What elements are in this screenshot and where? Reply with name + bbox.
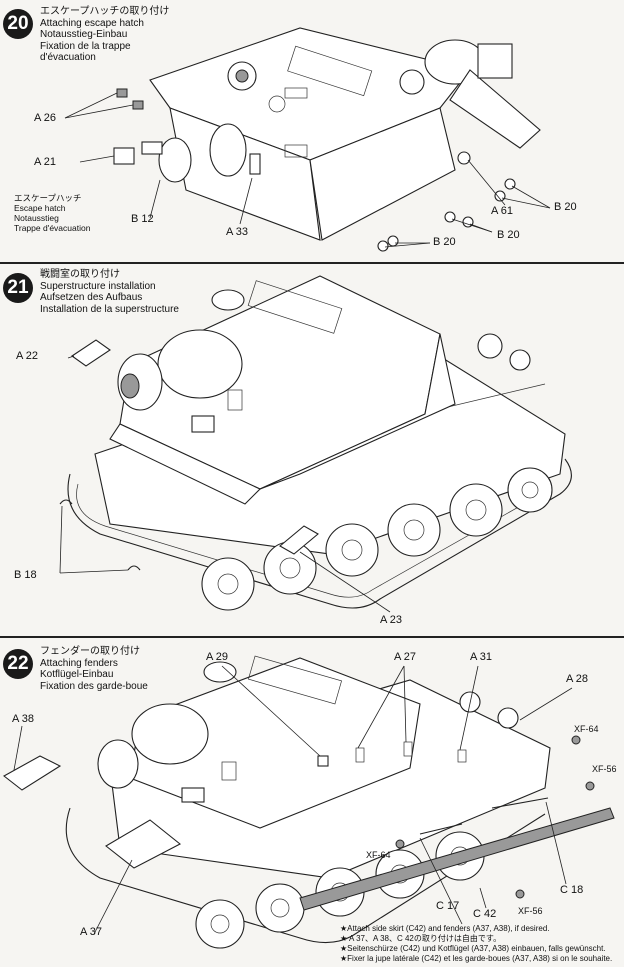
note-de: ★Seitenschürze (C42) und Kotflügel (A37,…: [340, 944, 606, 953]
note-ja: ★ A 37、A 38、C 42の取り付けは自由です。: [340, 934, 502, 943]
part-label-b20-mid: B 20: [497, 229, 520, 241]
step-number-badge: 21: [3, 273, 33, 303]
part-label-c17: C 17: [436, 900, 460, 912]
step-title-fr: Fixation de la trappe: [40, 40, 131, 52]
part-label-a28: A 28: [566, 673, 589, 685]
step-title-fr: Fixation des garde-boue: [40, 680, 148, 692]
part-label-c42: C 42: [473, 908, 497, 920]
step-title-en: Superstructure installation: [40, 280, 156, 292]
step-title-en: Attaching escape hatch: [40, 17, 144, 29]
optional-parts-note: ★Attach side skirt (C42) and fenders (A3…: [340, 924, 612, 964]
step-title-block: フェンダーの取り付け Attaching fenders Kotflügel-E…: [40, 646, 148, 692]
step-title-block: 戦闘室の取り付け Superstructure installation Auf…: [40, 269, 179, 315]
part-label-a27: A 27: [394, 651, 417, 663]
part-label-a38: A 38: [12, 713, 35, 725]
step-title-de: Kotflügel-Einbau: [40, 669, 114, 680]
escape-hatch-ja: エスケープハッチ: [14, 193, 82, 203]
escape-hatch-de: Notausstieg: [14, 213, 59, 223]
part-label-a23: A 23: [380, 614, 403, 626]
paint-label-xf56-top: XF-56: [592, 764, 617, 774]
section-divider: [0, 636, 624, 638]
part-label-a21: A 21: [34, 156, 57, 168]
step-number-badge: 20: [3, 9, 33, 39]
paint-label-xf64-mid: XF-64: [366, 850, 391, 860]
part-label-b12: B 12: [131, 213, 154, 225]
step-number-badge: 22: [3, 649, 33, 679]
step-20-illustration: [64, 27, 551, 252]
step-20-section: 20 エスケープハッチの取り付け Attaching escape hatch …: [0, 0, 624, 262]
part-label-a22: A 22: [16, 350, 39, 362]
note-fr: ★Fixer la jupe latérale (C42) et les gar…: [340, 954, 613, 963]
escape-hatch-callout: エスケープハッチ Escape hatch Notausstieg Trappe…: [14, 193, 90, 233]
step-title-block: エスケープハッチの取り付け Attaching escape hatch Not…: [40, 6, 169, 64]
step-title-ja: エスケープハッチの取り付け: [40, 6, 170, 17]
step-22-illustration: [3, 655, 615, 949]
step-title-en: Attaching fenders: [40, 657, 118, 669]
part-label-b18: B 18: [14, 569, 37, 581]
part-label-a26: A 26: [34, 112, 57, 124]
step-title-fr: Installation de la superstructure: [40, 303, 179, 315]
step-title-de: Aufsetzen des Aufbaus: [40, 292, 143, 303]
part-label-a37: A 37: [80, 926, 103, 938]
part-label-a31: A 31: [470, 651, 493, 663]
part-label-a61: A 61: [491, 205, 514, 217]
note-en: ★Attach side skirt (C42) and fenders (A3…: [340, 924, 550, 933]
paint-label-xf56-bottom: XF-56: [518, 906, 543, 916]
step-title-ja: フェンダーの取り付け: [40, 646, 140, 657]
part-label-b20-right: B 20: [554, 201, 577, 213]
escape-hatch-fr: Trappe d'évacuation: [14, 223, 91, 233]
part-label-c18: C 18: [560, 884, 584, 896]
section-divider: [0, 262, 624, 264]
escape-hatch-en: Escape hatch: [14, 203, 66, 213]
step-title-fr-cont: d'évacuation: [40, 52, 96, 63]
step-21-section: 21 戦闘室の取り付け Superstructure installation …: [0, 264, 624, 636]
part-label-a29: A 29: [206, 651, 229, 663]
step-21-illustration: [59, 275, 572, 613]
part-label-b20-bottom: B 20: [433, 236, 456, 248]
paint-label-xf64-top: XF-64: [574, 724, 599, 734]
step-title-ja: 戦闘室の取り付け: [40, 269, 120, 280]
step-title-de: Notausstieg-Einbau: [40, 29, 128, 40]
part-label-a33: A 33: [226, 226, 249, 238]
step-22-section: 22 フェンダーの取り付け Attaching fenders Kotflüge…: [0, 638, 624, 967]
